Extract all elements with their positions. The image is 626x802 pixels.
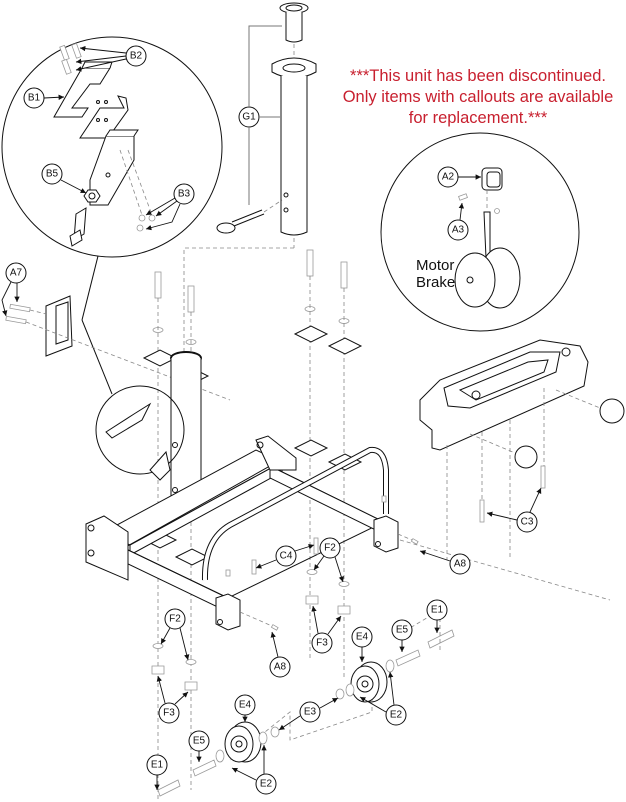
svg-text:E3: E3 — [304, 707, 317, 718]
callout-f3-upper[interactable]: F3 — [311, 605, 342, 654]
motor-label: Motor — [416, 257, 454, 274]
svg-text:B5: B5 — [46, 169, 59, 180]
callout-e5-right[interactable]: E5 — [391, 619, 413, 652]
svg-text:E4: E4 — [239, 700, 252, 711]
callout-a7[interactable]: A7 — [1, 262, 27, 317]
callout-e5-left[interactable]: E5 — [188, 730, 210, 762]
callout-e4-left[interactable]: E4 — [234, 694, 256, 722]
rear-shroud — [399, 339, 625, 601]
svg-text:F3: F3 — [316, 638, 328, 649]
caster-wheel-right — [229, 609, 455, 761]
svg-text:A2: A2 — [442, 172, 455, 183]
callout-b2[interactable]: B2 — [75, 45, 147, 72]
seat-post-tube-g1 — [183, 2, 317, 380]
svg-text:A8: A8 — [454, 559, 467, 570]
svg-text:E4: E4 — [356, 632, 369, 643]
svg-text:E5: E5 — [193, 736, 206, 747]
callout-g1[interactable]: G1 — [238, 25, 282, 205]
screw-b2 — [59, 42, 82, 75]
svg-text:A7: A7 — [10, 268, 23, 279]
callout-e1-left[interactable]: E1 — [146, 754, 168, 790]
callout-f3-lower[interactable]: F3 — [156, 675, 189, 724]
notice-line-3: for replacement.*** — [408, 109, 548, 127]
callout-a8-left[interactable]: A8 — [269, 631, 291, 678]
svg-text:F2: F2 — [324, 543, 336, 554]
motor-brake-detail-circle — [380, 132, 580, 332]
callout-f2-lower[interactable]: F2 — [160, 608, 190, 661]
svg-text:B2: B2 — [130, 51, 143, 62]
callout-a2[interactable]: A2 — [437, 166, 481, 188]
svg-text:F2: F2 — [169, 614, 181, 625]
svg-text:C3: C3 — [521, 517, 534, 528]
callout-b3[interactable]: B3 — [145, 183, 195, 231]
svg-text:A3: A3 — [452, 225, 465, 236]
bracket-location-circle — [95, 385, 185, 481]
callout-c4[interactable]: C4 — [255, 544, 315, 569]
bracket-detail-circle — [1, 36, 223, 258]
callout-b5[interactable]: B5 — [41, 163, 87, 194]
svg-text:E1: E1 — [151, 760, 164, 771]
callout-a3[interactable]: A3 — [447, 202, 469, 241]
callout-f2-upper[interactable]: F2 — [313, 537, 344, 583]
svg-text:G1: G1 — [242, 112, 256, 123]
svg-text:B1: B1 — [28, 93, 41, 104]
svg-text:C4: C4 — [280, 551, 293, 562]
svg-text:E2: E2 — [260, 779, 273, 790]
lower-hardware — [151, 533, 419, 691]
callout-b1[interactable]: B1 — [23, 87, 65, 109]
callout-e1-right[interactable]: E1 — [426, 599, 448, 633]
callout-a8-right[interactable]: A8 — [419, 550, 471, 575]
svg-text:A8: A8 — [274, 662, 287, 673]
svg-text:B3: B3 — [178, 189, 191, 200]
svg-text:E1: E1 — [431, 605, 444, 616]
callout-e2-right[interactable]: E2 — [359, 671, 407, 726]
svg-text:E5: E5 — [396, 625, 409, 636]
base-frame — [85, 351, 399, 631]
bracket-plate-a7 — [5, 295, 231, 401]
svg-text:E2: E2 — [390, 710, 403, 721]
svg-text:F3: F3 — [163, 708, 175, 719]
notice-line-2: Only items with callouts are available — [342, 88, 614, 106]
callout-e4-right[interactable]: E4 — [351, 626, 373, 662]
callout-c3[interactable]: C3 — [486, 487, 542, 533]
discontinued-notice: ***This unit has been discontinued. Only… — [330, 66, 626, 129]
callout-e2-left[interactable]: E2 — [231, 745, 277, 795]
callout-e3[interactable]: E3 — [278, 697, 339, 731]
caster-wheel-left — [157, 721, 280, 797]
notice-line-1: ***This unit has been discontinued. — [350, 67, 606, 85]
brake-label: Brake — [416, 274, 455, 291]
